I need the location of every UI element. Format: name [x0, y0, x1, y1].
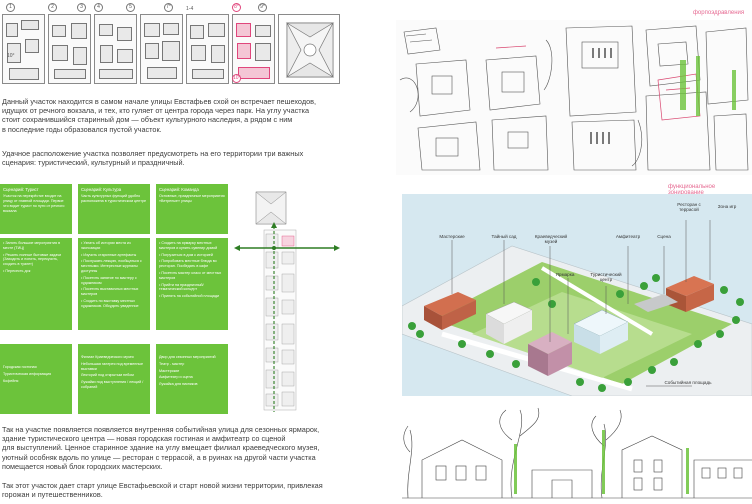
text-line: Так на участке появляется появляется вну… — [2, 425, 320, 434]
text-line: уютный особняк вдоль по улице — ресторан… — [2, 452, 316, 462]
label-tourist-center: Туристический центр — [590, 272, 622, 283]
function-item: Городская гостиная — [3, 365, 37, 369]
function-item: Туристическая информация — [3, 371, 52, 376]
text-line: в последние годы образовался пустой учас… — [2, 124, 162, 134]
elevation-sketch — [402, 400, 752, 504]
scenario-steps-team: • Сходить на ярмарку местных мастеров и … — [156, 238, 228, 330]
function-item: Двор для сезонных мероприятий — [159, 355, 216, 359]
function-item: Лужайки под выступления / лекций / собра… — [81, 380, 144, 389]
text-line: идущих от речного вокзала, и тех, кто гу… — [2, 106, 310, 116]
text-line: стоит сохранившийся старинный дом — объе… — [2, 115, 293, 125]
scenario-intro: Часть культурных функций удобно располож… — [81, 194, 146, 204]
function-item: Лекторий под открытым небом — [81, 373, 134, 378]
function-item: Небольшая галерея под временные выставки — [81, 361, 144, 371]
label-amphitheatre: Амфитеатр — [615, 234, 641, 239]
text-line: для выступлений. Ценное старинное здание… — [2, 443, 320, 453]
diagram-number: 9* — [258, 3, 267, 12]
diagram-number: 10* — [232, 74, 241, 83]
elevation-sketch-svg — [402, 407, 752, 499]
label-garden: Тайный сад — [491, 234, 517, 239]
square-plan-svg — [285, 22, 335, 78]
scenario-header-culture: Сценарий: Культура Часть культурных функ… — [78, 184, 150, 234]
street-plan-svg — [234, 191, 340, 412]
site-diagram — [140, 14, 183, 84]
function-item: Театр - мастер — [159, 361, 185, 366]
hand-sketches — [396, 20, 752, 175]
diagram-number: 5 — [126, 3, 135, 12]
scenario-header-tourist: Сценарий: Турист Участок на перекрёстке … — [0, 184, 72, 234]
zoning-section-label: функциональное зонирование — [668, 184, 716, 196]
diagram-number: 8* — [232, 3, 241, 12]
text-line: помещается новый блок городских мастерск… — [2, 461, 163, 471]
text-line: горожан и путешественников. — [2, 490, 103, 500]
scenario-steps-culture: • Узнать об истории места из экспозиции … — [78, 238, 150, 330]
label-play-zone: Зона игр — [717, 204, 737, 209]
label-stage: Сцена — [657, 234, 671, 239]
scenario-step: • Пересесть док — [3, 268, 31, 273]
text-line: Удачное расположение участка позволяет п… — [2, 149, 304, 158]
scenario-step: • Изучить старинные артефакты — [81, 252, 137, 257]
scenario-step: • Прийти на праздничный/тематический кон… — [159, 282, 204, 292]
diagram-angle-label: 10° — [7, 53, 15, 59]
scenario-step: • Посетить мастер класс от местных масте… — [159, 270, 222, 280]
sketch-section-label: форпоэдравления — [693, 10, 745, 16]
scenario-functions-culture: Филиал Краеведческого музея Небольшая га… — [78, 344, 150, 414]
scenarios-paragraph: Удачное расположение участка позволяет п… — [2, 149, 372, 167]
scenario-step: • Узнать об истории места из экспозиции — [81, 241, 131, 250]
intro-paragraph: Данный участок находится в самом начале … — [2, 97, 372, 134]
square-plan-diagram — [278, 14, 340, 84]
text-line: здание туристического центра — новая гор… — [2, 434, 286, 444]
function-item: Мастерские — [159, 368, 180, 373]
axonometric-zoning: Ресторан с террасой Зона игр Мастерские … — [401, 194, 752, 397]
label-museum: Краеведческий музей — [534, 234, 568, 245]
diagram-number: 7* — [164, 3, 173, 12]
scenario-step: • Погрузиться в дом с историей — [159, 252, 213, 257]
scenario-step: • Сходить на ярмарку местных мастеров и … — [159, 241, 218, 250]
closing-paragraph: Так этот участок дает старт улице Евстаф… — [2, 481, 372, 499]
diagram-number: 3 — [77, 3, 86, 12]
design-paragraph: Так на участке появляется появляется вну… — [2, 425, 372, 471]
site-diagram — [94, 14, 137, 84]
text-line: Так этот участок дает старт улице Евстаф… — [2, 481, 323, 490]
function-item: Амфитеатр и сцена — [159, 375, 193, 380]
site-diagram — [186, 14, 229, 84]
scenario-functions-tourist: Городская гостиная Туристическая информа… — [0, 344, 72, 414]
scenario-step: • Решить полные бытовые задачи (Заходить… — [3, 252, 62, 267]
diagram-number: 4 — [94, 3, 103, 12]
text-line: сценария: туристический, культурный и пр… — [2, 158, 185, 168]
street-plan — [234, 186, 340, 414]
scenario-step: • Сходить по выставку местных художников… — [81, 298, 139, 308]
function-item: Филиал Краеведческого музея — [81, 355, 134, 359]
label-fair: Ярмарка — [555, 272, 575, 277]
scenario-title: Сценарий: Турист — [3, 187, 39, 192]
scenario-intro: Основные, праздничные мероприятия «Ветре… — [159, 194, 225, 204]
site-diagram: 10° — [2, 14, 45, 84]
diagram-range-label: 1-4 — [186, 6, 194, 12]
hand-sketches-svg — [399, 25, 749, 171]
scenario-steps-tourist: • Занять большие мероприятия в месте (ТИ… — [0, 238, 72, 330]
scenario-step: • Посетить выставочных местных мастеров — [81, 287, 139, 297]
site-diagram — [48, 14, 91, 84]
scenario-step: • Занять большие мероприятия в месте (ТИ… — [3, 241, 61, 250]
label-workshops: Мастерские — [439, 234, 465, 239]
scenario-title: Сценарий: Культура — [81, 187, 122, 192]
label-restaurant: Ресторан с террасой — [677, 202, 701, 213]
site-diagram — [232, 14, 275, 84]
label-event-square: Событийная площадь — [664, 380, 712, 385]
scenario-functions-team: Двор для сезонных мероприятий Театр - ма… — [156, 344, 228, 414]
diagram-number: 1 — [6, 3, 15, 12]
scenario-step: • Попробовать местные блюда во ресторан.… — [159, 259, 217, 269]
scenario-intro: Участок на перекрёстке входит на улицу о… — [3, 194, 65, 213]
function-item: Лужайка для пикников — [159, 382, 198, 387]
scenario-header-team: Сценарий: Команда Основные, праздничные … — [156, 184, 228, 234]
diagram-number: 2 — [48, 3, 57, 12]
text-line: Данный участок находится в самом начале … — [2, 97, 317, 106]
scenario-step: • Принять на событийной площади — [159, 294, 220, 299]
axonometric-svg — [401, 220, 752, 397]
function-item: Кофейня — [3, 378, 19, 383]
scenario-step: • Посетить занятие по мастеру с художник… — [81, 275, 137, 285]
scenario-step: • Послушать лекцию, пообщаться с местным… — [81, 259, 142, 273]
scenario-title: Сценарий: Команда — [159, 187, 199, 192]
